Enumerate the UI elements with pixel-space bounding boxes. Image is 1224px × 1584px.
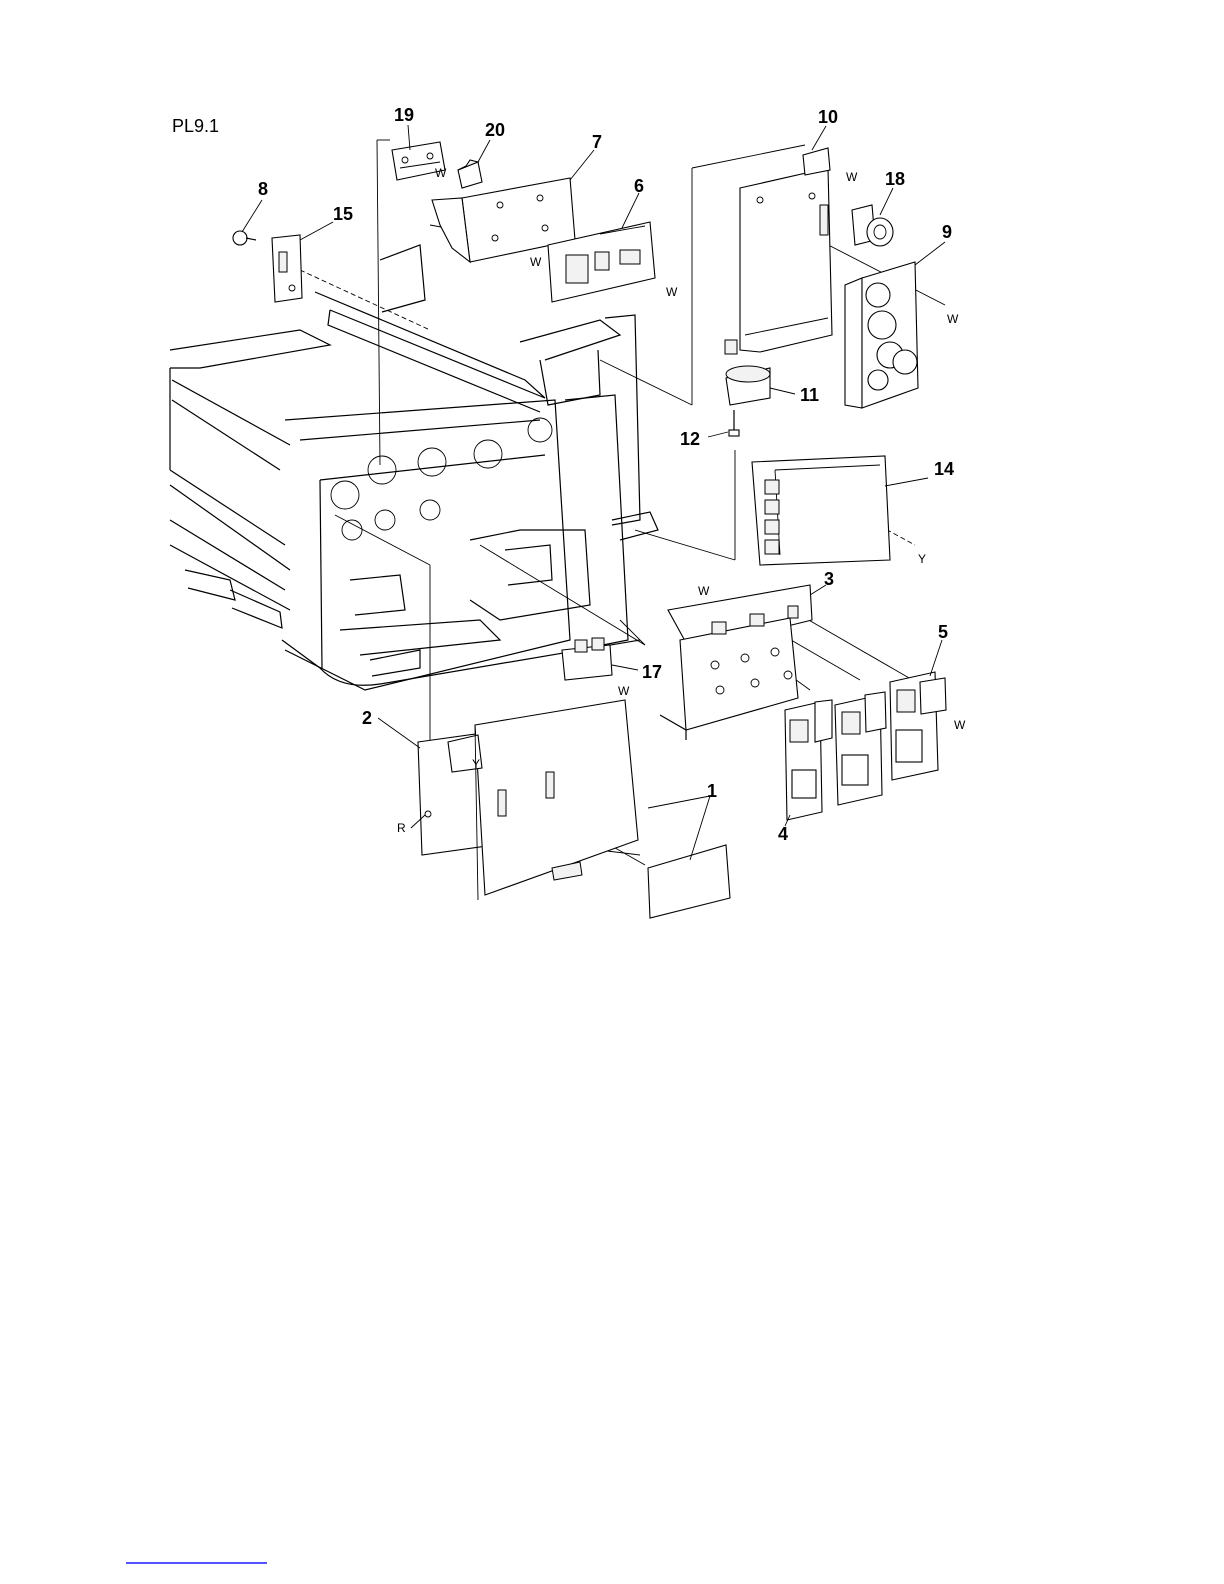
- part-10-control-board: [725, 148, 832, 354]
- part-14-frame: [752, 456, 890, 565]
- callout-7: 7: [592, 132, 602, 152]
- part-12-screw: [729, 410, 739, 436]
- plate-title: PL9.1: [172, 116, 219, 136]
- callout-18: 18: [885, 169, 905, 189]
- part-11-box: [726, 366, 770, 405]
- callout-9: 9: [942, 222, 952, 242]
- marker-w-17: W: [618, 684, 630, 698]
- part-17-component: [562, 638, 612, 680]
- part-18-component: [852, 205, 893, 246]
- callout-11: 11: [800, 385, 819, 405]
- marker-r-2: R: [397, 821, 406, 835]
- callout-2: 2: [362, 708, 372, 728]
- part-4-module-b: [835, 692, 886, 805]
- marker-w-9: W: [947, 312, 959, 326]
- callout-5: 5: [938, 622, 948, 642]
- part-9-power-supply: [845, 262, 918, 408]
- marker-y-1: Y: [472, 757, 480, 771]
- marker-w-7: W: [530, 255, 542, 269]
- callout-8: 8: [258, 179, 268, 199]
- marker-w-5: W: [954, 718, 966, 732]
- marker-w-19: W: [435, 166, 447, 180]
- part-8-screw: [233, 231, 256, 245]
- part-15-bracket: [272, 235, 302, 302]
- marker-y-14: Y: [918, 552, 926, 566]
- callout-14: 14: [934, 459, 954, 479]
- marker-w-6: W: [666, 285, 678, 299]
- printer-chassis: [170, 245, 658, 690]
- part-5-module: [890, 672, 946, 780]
- part-20-connector: [458, 160, 482, 188]
- callout-15: 15: [333, 204, 353, 224]
- part-1-panel: [448, 700, 730, 918]
- callout-3: 3: [824, 569, 834, 589]
- callout-10: 10: [818, 107, 838, 127]
- part-4-module-a: [785, 700, 832, 820]
- callout-1: 1: [707, 781, 717, 801]
- marker-w-3: W: [698, 584, 710, 598]
- callout-20: 20: [485, 120, 505, 140]
- callout-17: 17: [642, 662, 662, 682]
- callout-19: 19: [394, 105, 414, 125]
- callout-4: 4: [778, 824, 788, 844]
- callout-6: 6: [634, 176, 644, 196]
- marker-w-10: W: [846, 170, 858, 184]
- callout-12: 12: [680, 429, 700, 449]
